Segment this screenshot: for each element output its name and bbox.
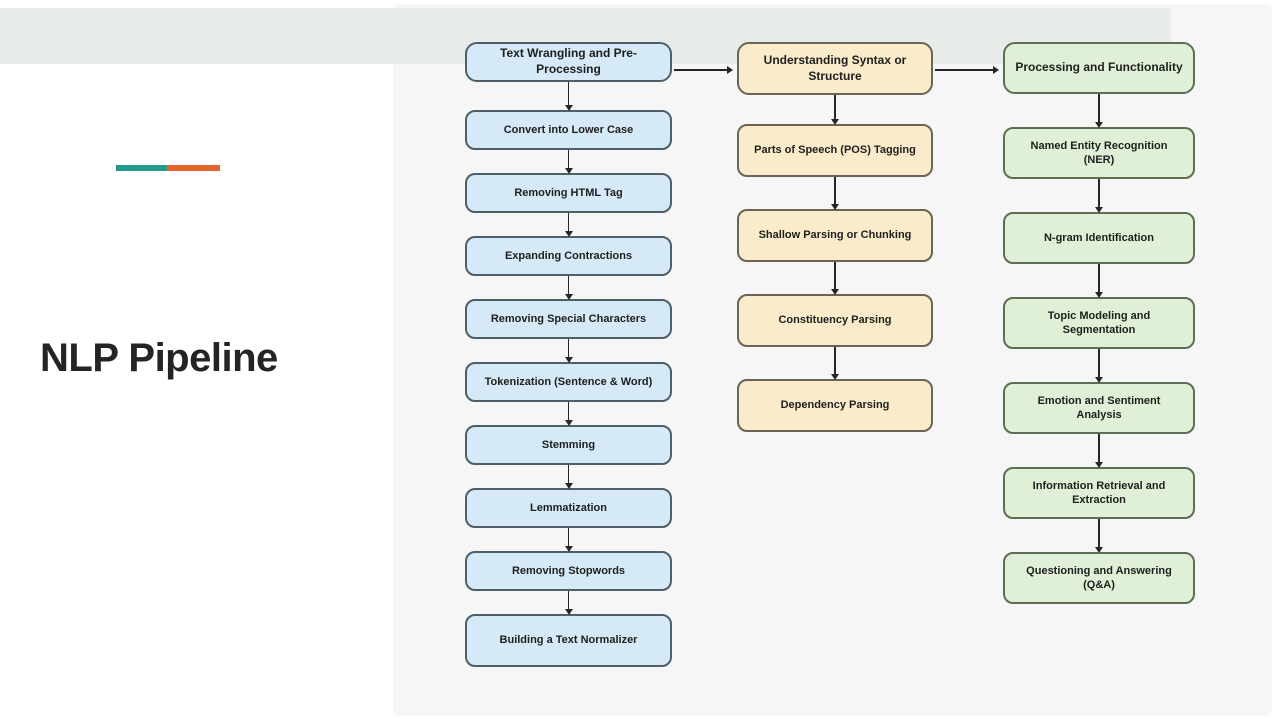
arrow-down-icon (564, 339, 573, 363)
node-text-wrangling-3: Removing Special Characters (465, 299, 672, 339)
arrow-down-icon (1095, 94, 1103, 128)
node-processing-functionality-2: Topic Modeling and Segmentation (1003, 297, 1195, 349)
node-text-wrangling-8: Building a Text Normalizer (465, 614, 672, 667)
arrow-down-icon (564, 528, 573, 552)
node-text-wrangling-0: Convert into Lower Case (465, 110, 672, 150)
node-syntax-structure-1: Shallow Parsing or Chunking (737, 209, 933, 262)
node-syntax-structure-2: Constituency Parsing (737, 294, 933, 347)
title-accent-divider (116, 165, 220, 171)
arrow-down-icon (831, 347, 839, 380)
arrow-down-icon (564, 213, 573, 237)
node-header-text-wrangling: Text Wrangling and Pre-Processing (465, 42, 672, 82)
arrow-down-icon (831, 177, 839, 210)
node-text-wrangling-1: Removing HTML Tag (465, 173, 672, 213)
node-processing-functionality-0: Named Entity Recognition (NER) (1003, 127, 1195, 179)
arrow-down-icon (831, 95, 839, 125)
node-processing-functionality-1: N-gram Identification (1003, 212, 1195, 264)
arrow-down-icon (564, 402, 573, 426)
divider-teal-segment (116, 165, 167, 171)
node-text-wrangling-7: Removing Stopwords (465, 551, 672, 591)
divider-orange-segment (167, 165, 220, 171)
arrow-down-icon (1095, 519, 1103, 553)
arrow-right-icon (935, 65, 999, 74)
arrow-down-icon (1095, 264, 1103, 298)
node-header-syntax-structure: Understanding Syntax or Structure (737, 42, 933, 95)
node-syntax-structure-0: Parts of Speech (POS) Tagging (737, 124, 933, 177)
arrow-down-icon (1095, 349, 1103, 383)
node-text-wrangling-2: Expanding Contractions (465, 236, 672, 276)
arrow-right-icon (674, 65, 733, 74)
arrow-down-icon (564, 591, 573, 615)
arrow-down-icon (564, 82, 573, 111)
arrow-down-icon (1095, 434, 1103, 468)
node-syntax-structure-3: Dependency Parsing (737, 379, 933, 432)
node-text-wrangling-5: Stemming (465, 425, 672, 465)
node-processing-functionality-4: Information Retrieval and Extraction (1003, 467, 1195, 519)
arrow-down-icon (831, 262, 839, 295)
node-header-processing-functionality: Processing and Functionality (1003, 42, 1195, 94)
page-title: NLP Pipeline (40, 336, 278, 380)
node-processing-functionality-5: Questioning and Answering (Q&A) (1003, 552, 1195, 604)
arrow-down-icon (564, 465, 573, 489)
arrow-down-icon (1095, 179, 1103, 213)
arrow-down-icon (564, 150, 573, 174)
node-text-wrangling-4: Tokenization (Sentence & Word) (465, 362, 672, 402)
arrow-down-icon (564, 276, 573, 300)
node-text-wrangling-6: Lemmatization (465, 488, 672, 528)
node-processing-functionality-3: Emotion and Sentiment Analysis (1003, 382, 1195, 434)
